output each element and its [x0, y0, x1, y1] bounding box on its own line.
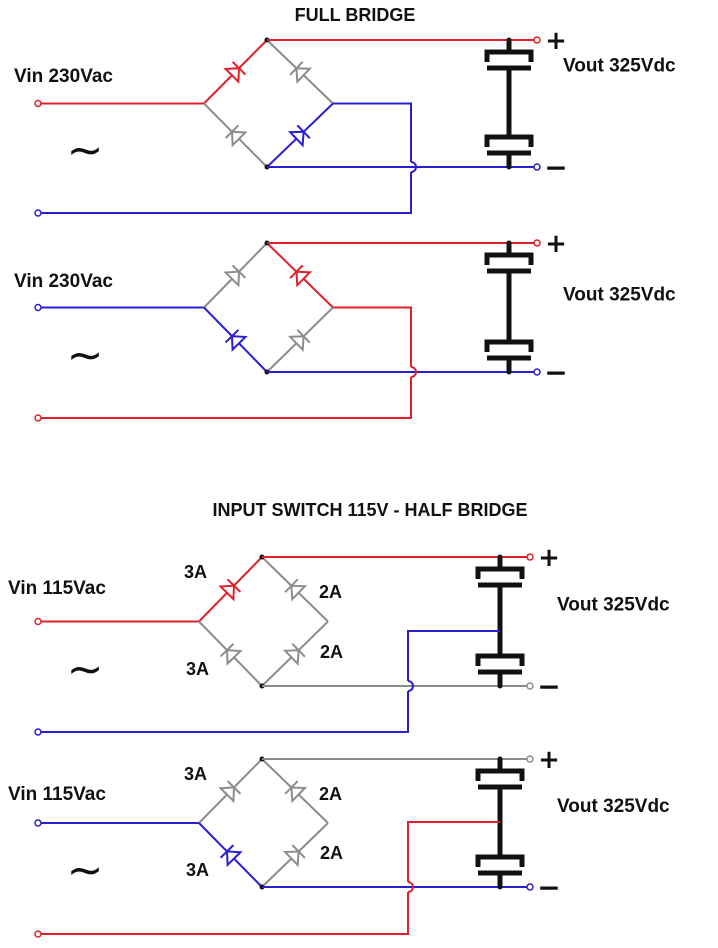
return-wire-lower [38, 377, 412, 419]
diode-label-top-left: 3A [184, 764, 207, 784]
vin-terminal-bottom [34, 930, 42, 938]
ac-symbol: ∼ [67, 644, 104, 695]
return-wire-hop [407, 680, 414, 692]
return-wire-upper [333, 306, 412, 367]
vout-label: Vout 325Vdc [557, 595, 670, 616]
minus-sign: − [537, 670, 560, 703]
return-wire-hop [410, 161, 417, 173]
return-wire-upper [333, 102, 412, 162]
diode-bottom-left [198, 620, 263, 687]
vout-terminal-positive [526, 553, 534, 561]
diode-label-bottom-left: 3A [186, 860, 209, 880]
diode-bottom-right [261, 620, 329, 687]
diode-bottom-left [203, 306, 268, 373]
vout-label: Vout 325Vdc [557, 796, 670, 817]
vin-terminal-bottom [34, 209, 42, 217]
vin-label: Vin 115Vac [8, 578, 106, 599]
diode-label-bottom-left: 3A [186, 659, 209, 679]
half-bridge-title: INPUT SWITCH 115V - HALF BRIDGE [212, 500, 527, 520]
capacitor-stack [484, 243, 534, 372]
diode-label-bottom-right: 2A [320, 843, 343, 863]
diode-bottom-right [266, 102, 334, 168]
vin-label: Vin 230Vac [14, 271, 113, 292]
vin-label: Vin 230Vac [14, 66, 113, 87]
circuit-1: Vin 230Vac Vout 325Vdc+ − ∼ [14, 26, 676, 217]
minus-sign: − [544, 356, 567, 389]
diode-top-left [198, 556, 263, 623]
diode-top-left [198, 758, 263, 824]
diode-label-top-right: 2A [319, 582, 342, 602]
vout-terminal-positive [533, 239, 541, 247]
capacitor-stack [475, 557, 525, 686]
diode-top-right [266, 242, 334, 309]
vout-terminal-positive [533, 36, 541, 44]
return-wire-lower [38, 691, 409, 733]
diode-label-bottom-right: 2A [320, 642, 343, 662]
vin-terminal-top [34, 303, 42, 312]
plus-sign: + [545, 26, 567, 56]
minus-sign: − [537, 871, 560, 904]
return-wire-hop [407, 881, 414, 893]
diode-bottom-left [198, 822, 263, 888]
plus-sign: + [538, 543, 560, 573]
capacitor-stack [484, 40, 534, 167]
diode-top-right [261, 556, 329, 623]
vin-terminal-top [34, 99, 42, 108]
vout-label: Vout 325Vdc [563, 285, 676, 306]
diode-label-top-right: 2A [319, 784, 342, 804]
return-wire-lower [38, 172, 412, 214]
plus-sign: + [545, 229, 567, 259]
return-wire-lower [38, 892, 409, 935]
vout-terminal-positive [526, 755, 534, 763]
ac-symbol: ∼ [67, 845, 104, 896]
minus-sign: − [544, 151, 567, 184]
ac-symbol: ∼ [67, 125, 104, 176]
return-wire-upper [407, 821, 500, 882]
vin-terminal-bottom [34, 728, 42, 736]
diode-top-left [203, 39, 268, 105]
vin-label: Vin 115Vac [8, 784, 106, 805]
vout-terminal-negative [533, 368, 541, 376]
return-wire-hop [410, 366, 417, 378]
full-bridge-title: FULL BRIDGE [295, 5, 416, 25]
plus-sign: + [538, 745, 560, 775]
vin-terminal-top [34, 819, 42, 827]
diode-top-right [261, 758, 329, 824]
return-wire-upper [407, 630, 500, 681]
diode-bottom-right [266, 306, 334, 373]
diode-label-top-left: 3A [184, 562, 207, 582]
diode-top-right [266, 39, 334, 105]
diode-bottom-left [203, 102, 268, 168]
vout-terminal-negative [526, 682, 534, 690]
vout-label: Vout 325Vdc [563, 56, 676, 77]
diode-top-left [203, 242, 268, 309]
vin-terminal-top [34, 617, 42, 626]
diode-bottom-right [261, 822, 329, 888]
vout-terminal-negative [526, 883, 534, 891]
vin-terminal-bottom [34, 414, 42, 422]
ac-symbol: ∼ [67, 330, 104, 381]
vout-terminal-negative [533, 163, 541, 171]
